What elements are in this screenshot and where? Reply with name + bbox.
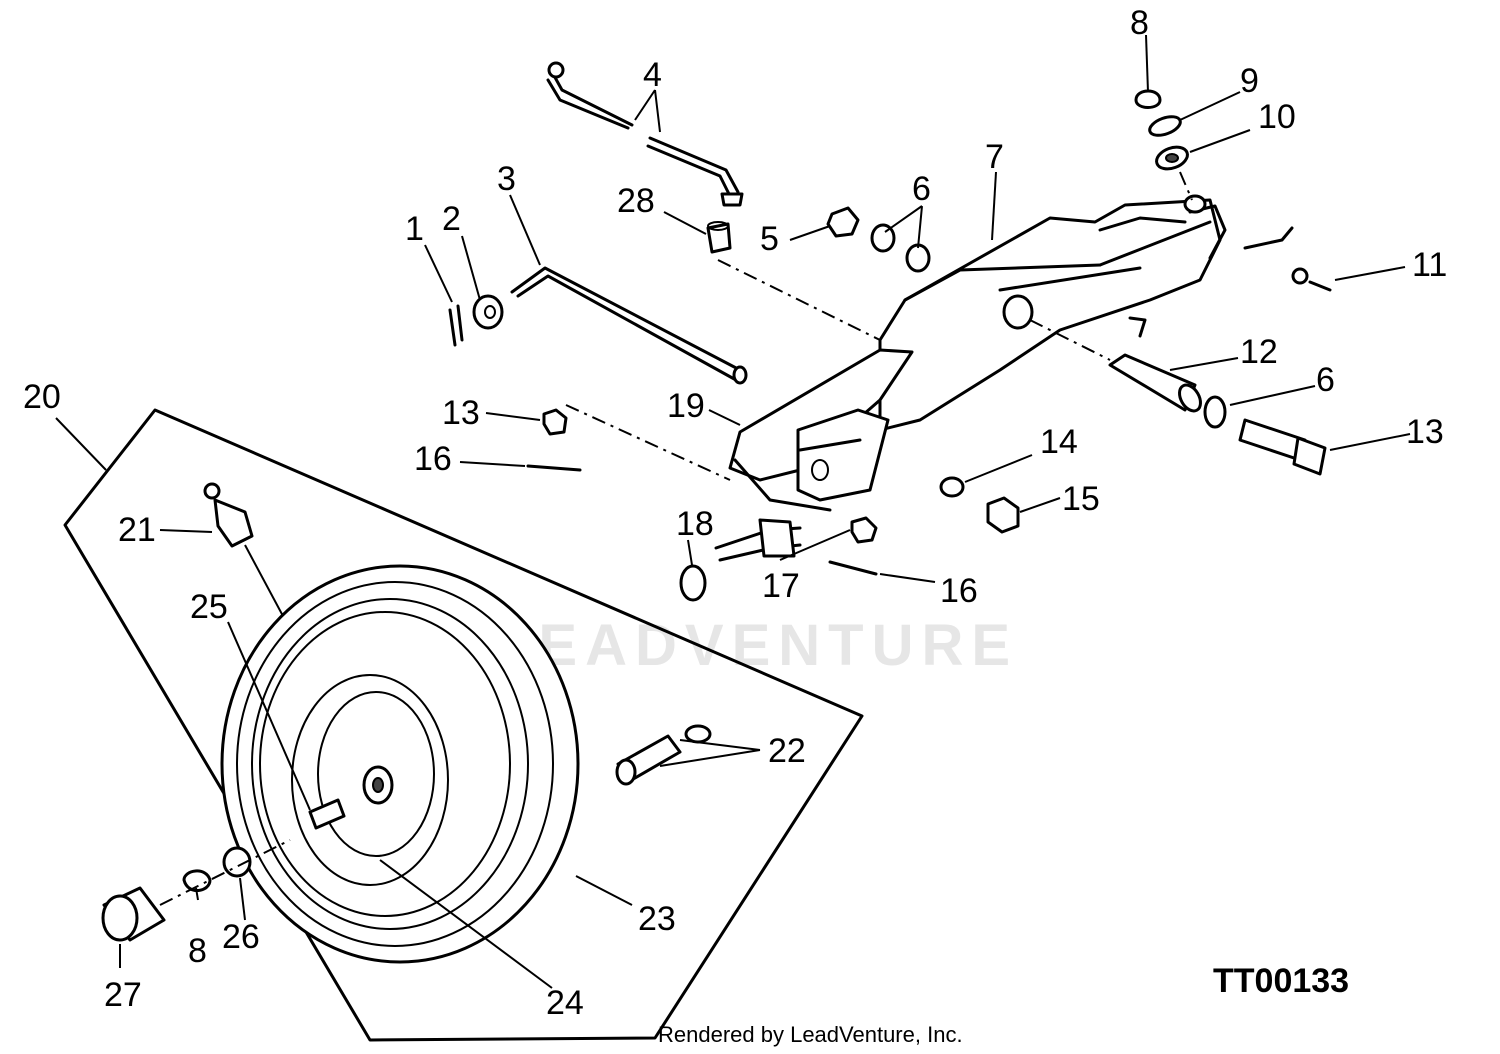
part-13-bolt-right[interactable] (1238, 418, 1327, 476)
callout-8-top: 8 (1130, 4, 1149, 42)
part-16-pin-right[interactable] (828, 560, 878, 576)
callout-10: 10 (1258, 98, 1296, 136)
callout-19: 19 (667, 387, 705, 425)
callout-1: 1 (405, 210, 424, 248)
callout-7: 7 (985, 138, 1004, 176)
callout-17: 17 (762, 567, 800, 605)
part-2-washer[interactable] (472, 294, 504, 330)
part-28-bushing[interactable] (706, 221, 732, 254)
part-3-drag-link[interactable] (510, 266, 748, 385)
part-7-axle-frame[interactable] (878, 194, 1227, 432)
callout-6-lower: 6 (1316, 361, 1335, 399)
part-14-washer[interactable] (939, 476, 965, 498)
part-27-cap[interactable] (101, 886, 166, 942)
part-11-ball-joint[interactable] (1243, 226, 1332, 292)
callout-11: 11 (1412, 246, 1447, 284)
callout-24: 24 (546, 984, 584, 1022)
credit-text: Rendered by LeadVenture, Inc. (658, 1022, 963, 1047)
part-8-retainer-top[interactable] (1134, 89, 1162, 109)
callout-5: 5 (760, 220, 779, 258)
callout-2: 2 (442, 200, 461, 238)
part-1-cotter-pin[interactable] (448, 304, 464, 347)
callout-15: 15 (1062, 480, 1100, 518)
part-5-nut[interactable] (826, 206, 860, 238)
callout-28: 28 (617, 182, 655, 220)
callout-25: 25 (190, 588, 228, 626)
callout-16-left: 16 (414, 440, 452, 478)
part-13-nut-left[interactable] (542, 408, 568, 436)
part-25-bushing[interactable] (308, 798, 346, 830)
part-4-tie-rods[interactable] (546, 61, 744, 207)
part-23-tire[interactable] (220, 564, 580, 964)
part-22-bearings[interactable] (615, 724, 712, 786)
part-19-spindle[interactable] (728, 348, 914, 512)
callout-18: 18 (676, 505, 714, 543)
part-21-grease-fitting[interactable] (203, 482, 254, 548)
part-20-wheel-assembly-outline (63, 408, 864, 1042)
callout-labels: 1 2 3 4 5 6 7 8 9 10 11 12 6 13 13 14 15… (23, 4, 1447, 1022)
callout-8-bottom: 8 (188, 932, 207, 970)
callout-26: 26 (222, 918, 260, 956)
part-10-washer[interactable] (1154, 143, 1191, 173)
part-15-nut[interactable] (986, 496, 1020, 534)
callout-13-right: 13 (1406, 413, 1444, 451)
part-12-sleeve[interactable] (1108, 353, 1205, 415)
part-24-rim[interactable] (291, 674, 449, 886)
callout-13-left: 13 (442, 394, 480, 432)
callout-4: 4 (643, 56, 662, 94)
leader-lines (55, 34, 1411, 989)
callout-3: 3 (497, 160, 516, 198)
callout-21: 21 (118, 511, 156, 549)
callout-27: 27 (104, 976, 142, 1014)
callout-12: 12 (1240, 333, 1278, 371)
part-9-washer[interactable] (1147, 113, 1183, 139)
part-16-pin-left[interactable] (526, 464, 582, 472)
callout-20: 20 (23, 378, 61, 416)
callout-22: 22 (768, 732, 806, 770)
part-6-washers-upper[interactable] (870, 223, 931, 273)
callout-9: 9 (1240, 62, 1259, 100)
callout-6-upper: 6 (912, 170, 931, 208)
watermark-text: LEADVENTURE (495, 613, 1018, 678)
part-6-washer-lower[interactable] (1203, 395, 1227, 429)
part-18-seal[interactable] (679, 518, 802, 602)
callout-23: 23 (638, 900, 676, 938)
part-17-nut[interactable] (850, 516, 878, 544)
diagram-code: TT00133 (1213, 962, 1349, 1000)
callout-14: 14 (1040, 423, 1078, 461)
callout-16-right: 16 (940, 572, 978, 610)
